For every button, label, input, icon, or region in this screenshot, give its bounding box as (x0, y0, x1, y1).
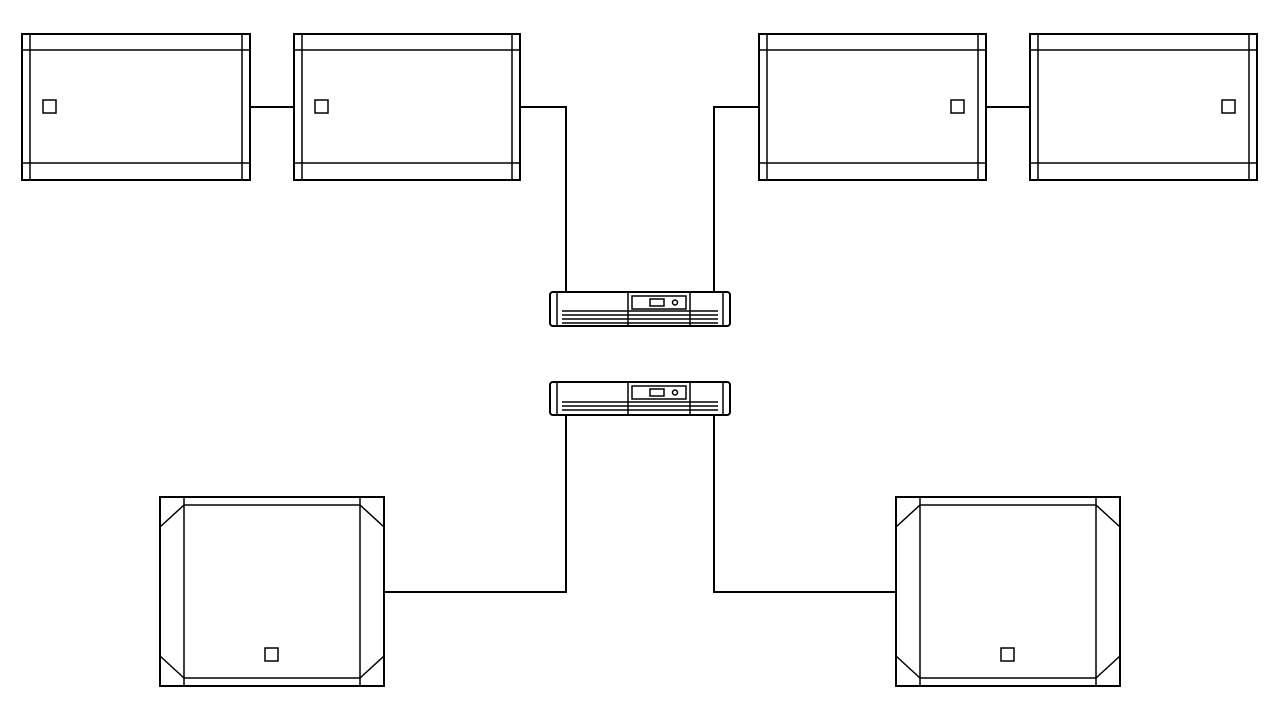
top-speaker-1 (21, 33, 251, 181)
power-knob-icon (671, 299, 679, 306)
amplifier-lower (549, 381, 731, 416)
power-knob-icon (671, 389, 679, 396)
connector-port-icon (950, 99, 965, 114)
connector-port-icon (42, 99, 57, 114)
cable-speaker3-amplifier (713, 106, 759, 292)
display-icon (649, 298, 665, 307)
subwoofer-left (159, 496, 385, 687)
subwoofer-right (895, 496, 1121, 687)
display-icon (649, 388, 665, 397)
connector-port-icon (264, 647, 279, 662)
connector-port-icon (314, 99, 329, 114)
amplifier-upper (549, 291, 731, 327)
cable-speaker2-amplifier (520, 106, 567, 292)
cable-amplifier-subwoofer-right (713, 415, 896, 593)
connector-port-icon (1221, 99, 1236, 114)
top-speaker-4 (1029, 33, 1258, 181)
connector-port-icon (1000, 647, 1015, 662)
top-speaker-3 (758, 33, 987, 181)
cable-amplifier-subwoofer-left (384, 415, 567, 593)
top-speaker-2 (293, 33, 521, 181)
